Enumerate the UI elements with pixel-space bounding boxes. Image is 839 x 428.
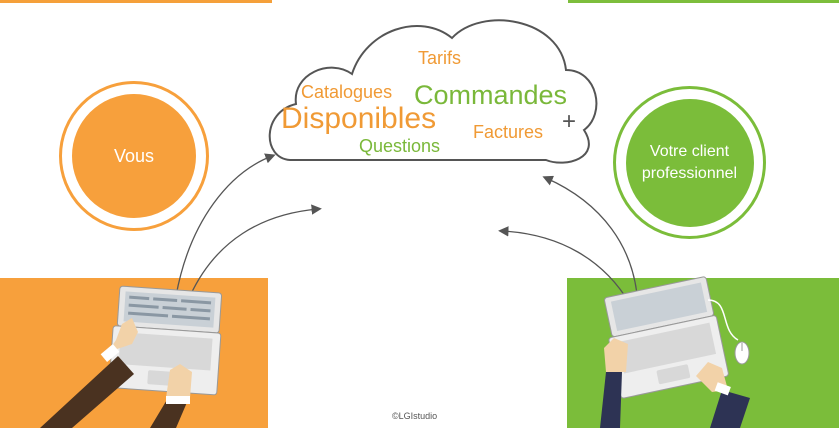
arrow-right-outer	[542, 175, 639, 309]
cloud-icon	[268, 19, 598, 164]
cloud-word-questions: Questions	[359, 136, 441, 156]
arrow-left-inner	[189, 204, 322, 297]
badge-client: Votre client professionnel	[613, 86, 766, 239]
cloud-word-commandes: Commandes	[414, 80, 568, 110]
mouse-icon	[707, 299, 750, 365]
credit-text: ©LGIstudio	[392, 411, 438, 421]
badge-vous-label: Vous	[72, 94, 196, 218]
hand-icon-right-2	[696, 362, 750, 428]
badge-client-label: Votre client professionnel	[625, 98, 754, 227]
arrow-right-inner	[498, 226, 631, 305]
plus-icon: +	[562, 108, 577, 135]
hand-icon-right-1	[600, 338, 628, 428]
hand-icon-left-2	[150, 364, 192, 428]
top-accent-bar-orange	[0, 0, 272, 3]
top-accent-bar-green	[568, 0, 839, 3]
laptop-left	[108, 285, 223, 396]
cloud-word-tarifs: Tarifs	[418, 48, 462, 68]
cloud-word-catalogues: Catalogues	[301, 82, 393, 102]
hand-icon-left-1	[40, 318, 138, 428]
cloud-word-disponibles: Disponibles	[281, 102, 437, 135]
arrow-left-outer	[175, 153, 276, 297]
badge-vous: Vous	[59, 81, 209, 231]
cloud-word-factures: Factures	[473, 122, 544, 142]
